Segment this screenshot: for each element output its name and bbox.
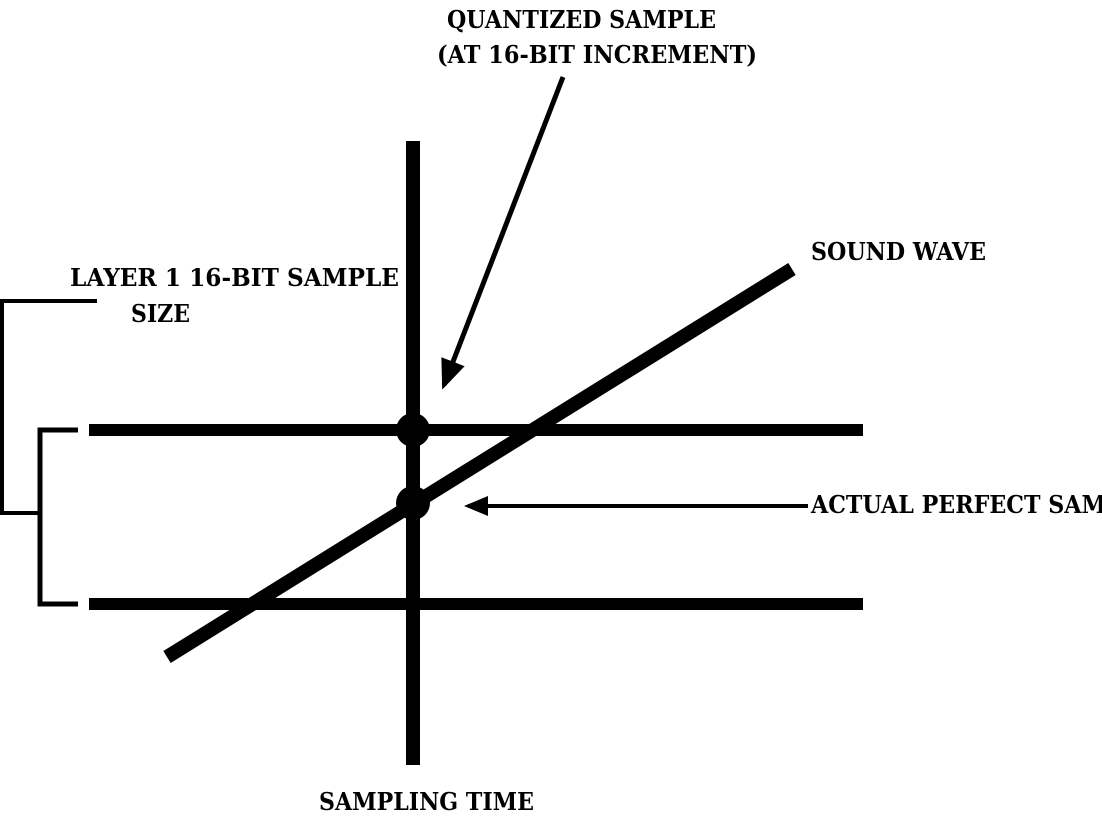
sound-wave-label: SOUND WAVE bbox=[811, 237, 986, 266]
actual-perfect-sample-label: ACTUAL PERFECT SAM bbox=[810, 490, 1102, 519]
sound-wave-line bbox=[163, 263, 796, 663]
quantized-sample-label: QUANTIZED SAMPLE bbox=[447, 5, 716, 34]
sampling-time-label: SAMPLING TIME bbox=[319, 787, 534, 816]
outer-bracket bbox=[0, 299, 97, 515]
inner-bracket bbox=[37, 427, 78, 607]
quantized-sample-dot bbox=[396, 413, 430, 447]
layer-sample-size-label: LAYER 1 16-BIT SAMPLE bbox=[70, 263, 399, 292]
layer-sample-size-label-line2: SIZE bbox=[131, 299, 190, 328]
actual-sample-dot bbox=[396, 486, 430, 520]
quantized-sample-arrow bbox=[441, 76, 566, 390]
quantized-sample-sublabel: (AT 16-BIT INCREMENT) bbox=[437, 40, 757, 69]
